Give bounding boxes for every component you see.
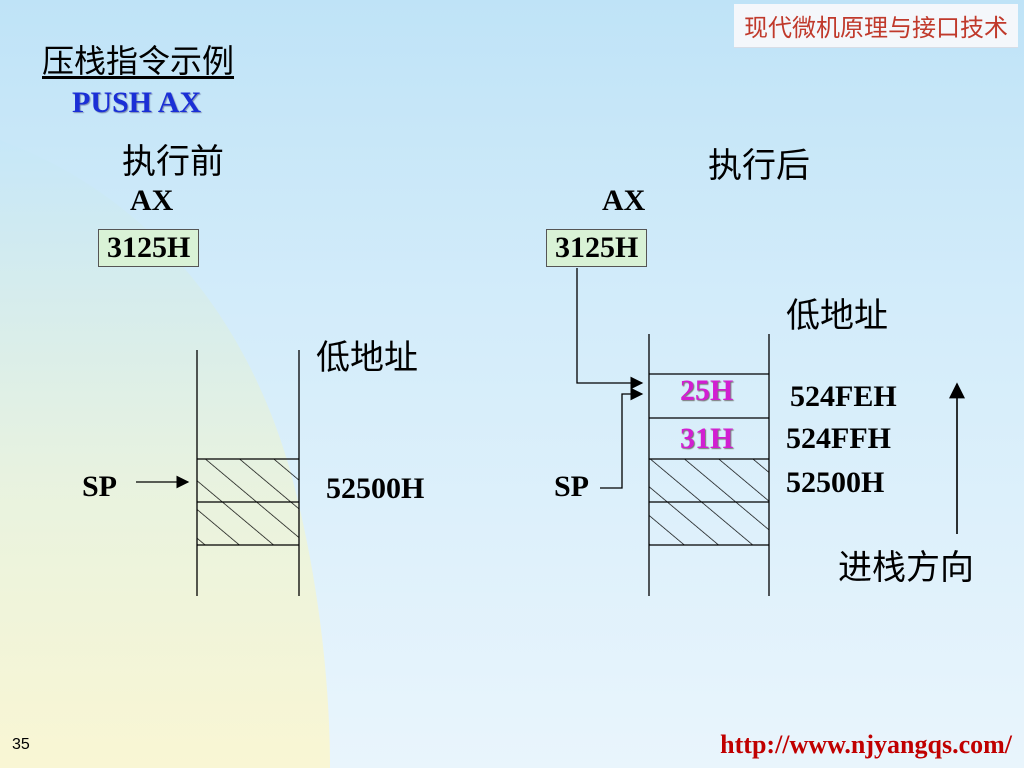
before-sp-label: SP — [82, 470, 118, 503]
after-cell-value-high: 31H — [680, 422, 734, 455]
after-address-52500h: 52500H — [786, 466, 885, 499]
after-stack — [648, 334, 770, 596]
before-register-name: AX — [130, 184, 174, 217]
after-sp-label: SP — [554, 470, 590, 503]
slide-title: 压栈指令示例 — [42, 43, 235, 79]
page-number: 35 — [12, 736, 30, 753]
instruction-text: PUSH AX — [72, 86, 202, 119]
before-low-address-label: 低地址 — [316, 340, 418, 377]
footer-url-link[interactable]: http://www.njyangqs.com/ — [720, 730, 1012, 759]
before-sp-address: 52500H — [326, 472, 425, 505]
after-address-524feh: 524FEH — [790, 380, 897, 413]
before-register-box: 3125H — [98, 229, 200, 267]
before-stack — [196, 350, 300, 596]
course-title: 现代微机原理与接口技术 — [734, 4, 1018, 48]
after-sp-arrow — [600, 387, 644, 489]
after-register-name: AX — [602, 184, 646, 217]
before-label: 执行前 — [122, 144, 224, 181]
after-low-address-label: 低地址 — [786, 298, 888, 335]
after-register-box: 3125H — [546, 229, 648, 267]
ax-to-stack-arrow — [576, 268, 644, 390]
push-direction-label: 进栈方向 — [838, 550, 974, 587]
after-label: 执行后 — [708, 148, 810, 185]
after-cell-value-low: 25H — [680, 374, 734, 407]
after-address-524ffh: 524FFH — [786, 422, 891, 455]
